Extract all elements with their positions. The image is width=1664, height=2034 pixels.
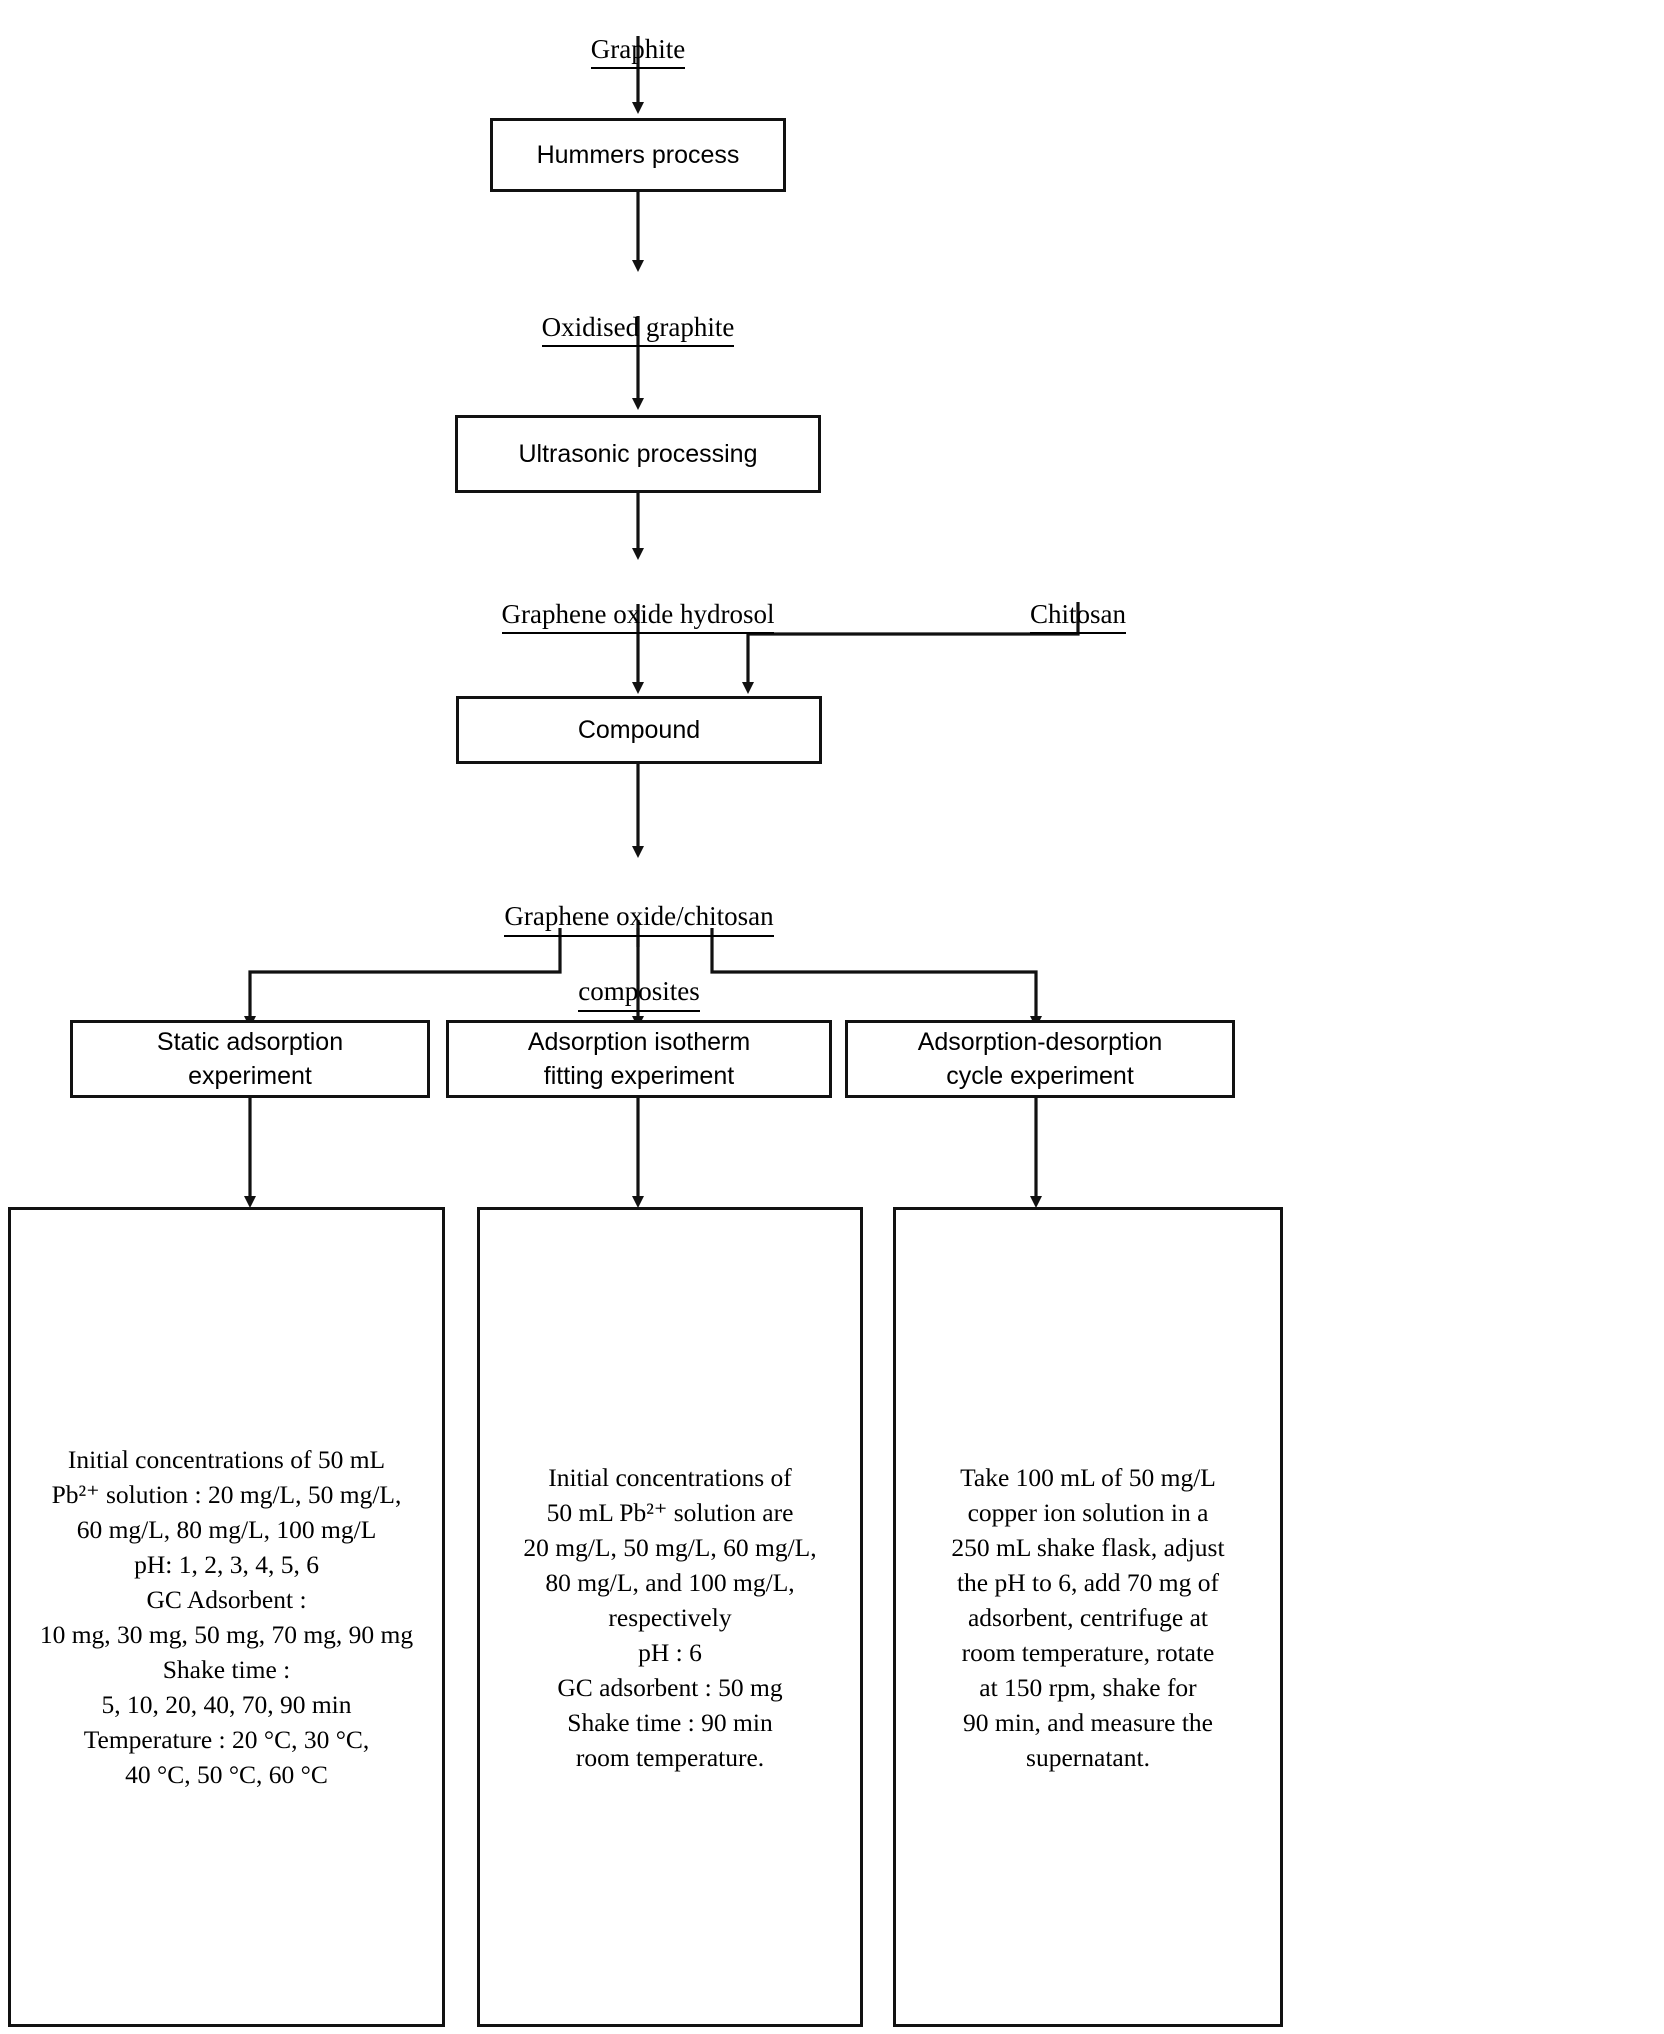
label-graphite-text: Graphite	[590, 32, 686, 69]
label-graphene-oxide-hydrosol-text: Graphene oxide hydrosol	[501, 597, 775, 634]
label-oxidised-graphite-text: Oxidised graphite	[541, 310, 735, 347]
box-adsorption-isotherm-details: Initial concentrations of 50 mL Pb²⁺ sol…	[477, 1207, 863, 2027]
box-adsorption-desorption-details: Take 100 mL of 50 mg/L copper ion soluti…	[893, 1207, 1283, 2027]
box-static-adsorption-experiment: Static adsorption experiment	[70, 1020, 430, 1098]
label-composites: Graphene oxide/chitosan composites	[448, 862, 830, 1012]
box-static-adsorption-experiment-label: Static adsorption experiment	[156, 1028, 344, 1090]
box-static-adsorption-details-text: Initial concentrations of 50 mL Pb²⁺ sol…	[39, 1445, 414, 1789]
label-chitosan: Chitosan	[958, 563, 1198, 634]
label-composites-line2: composites	[578, 973, 700, 1012]
box-adsorption-isotherm-details-text: Initial concentrations of 50 mL Pb²⁺ sol…	[523, 1462, 817, 1772]
box-ultrasonic-processing-label: Ultrasonic processing	[518, 440, 758, 468]
label-chitosan-text: Chitosan	[1029, 597, 1126, 634]
box-adsorption-isotherm-experiment: Adsorption isotherm fitting experiment	[446, 1020, 832, 1098]
label-graphene-oxide-hydrosol: Graphene oxide hydrosol	[448, 563, 828, 634]
box-compound-label: Compound	[577, 716, 701, 744]
box-hummers-process: Hummers process	[490, 118, 786, 192]
box-adsorption-isotherm-experiment-label: Adsorption isotherm fitting experiment	[527, 1028, 751, 1090]
label-oxidised-graphite: Oxidised graphite	[478, 276, 798, 347]
box-hummers-process-label: Hummers process	[536, 141, 740, 169]
box-adsorption-desorption-experiment-label: Adsorption-desorption cycle experiment	[917, 1028, 1163, 1090]
box-adsorption-desorption-details-text: Take 100 mL of 50 mg/L copper ion soluti…	[951, 1462, 1225, 1772]
box-compound: Compound	[456, 696, 822, 764]
label-composites-line1: Graphene oxide/chitosan	[504, 898, 774, 937]
box-static-adsorption-details: Initial concentrations of 50 mL Pb²⁺ sol…	[8, 1207, 445, 2027]
box-adsorption-desorption-experiment: Adsorption-desorption cycle experiment	[845, 1020, 1235, 1098]
label-graphite: Graphite	[498, 0, 778, 69]
box-ultrasonic-processing: Ultrasonic processing	[455, 415, 821, 493]
